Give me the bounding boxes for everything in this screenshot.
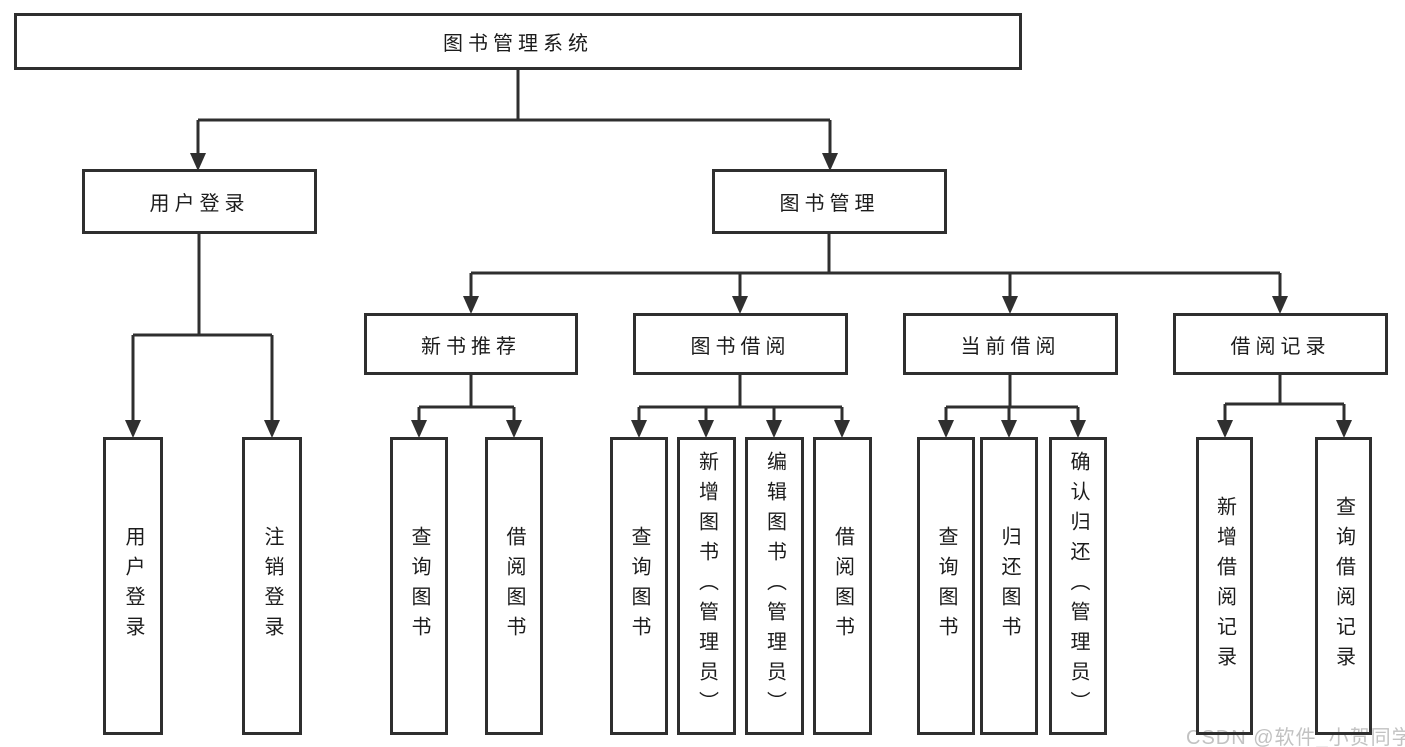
connector-borrow-records-to-leaves xyxy=(1223,375,1346,422)
leaf-logout: 注销登录 xyxy=(242,437,302,735)
leaf-return-books: 归还图书 xyxy=(980,437,1038,735)
node-library-system: 图书管理系统 xyxy=(14,13,1022,70)
node-borrowing-records-label: 借阅记录 xyxy=(1230,335,1331,358)
connector-current-borrow-to-leaves xyxy=(944,375,1080,422)
connector-book-mgmt-to-level3 xyxy=(469,234,1282,298)
connector-user-login-to-leaves xyxy=(131,234,274,422)
leaf-return-books-label: 归还图书 xyxy=(998,526,1020,646)
leaf-borrow-books-label: 借阅图书 xyxy=(831,526,854,646)
leaf-add-book-admin: 新增图书（管理员） xyxy=(677,437,736,735)
node-borrowing-records: 借阅记录 xyxy=(1173,313,1388,375)
node-library-system-label: 图书管理系统 xyxy=(443,33,593,55)
leaf-newbooks-borrow-books: 借阅图书 xyxy=(485,437,543,735)
connector-root-to-level2 xyxy=(196,70,832,156)
leaf-newbooks-query-books: 查询图书 xyxy=(390,437,448,735)
node-user-login-label: 用户登录 xyxy=(149,193,250,215)
leaf-add-borrow-record: 新增借阅记录 xyxy=(1196,437,1253,735)
arrowheads xyxy=(125,153,1352,438)
node-book-borrowing-label: 图书借阅 xyxy=(690,335,791,358)
leaf-borrow-books: 借阅图书 xyxy=(813,437,872,735)
leaf-user-login-label: 用户登录 xyxy=(122,526,144,646)
leaf-borrow-query-books: 查询图书 xyxy=(610,437,668,735)
leaf-edit-book-admin-label: 编辑图书（管理员） xyxy=(763,451,786,721)
node-book-management: 图书管理 xyxy=(712,169,947,234)
leaf-current-query-books: 查询图书 xyxy=(917,437,975,735)
leaf-edit-book-admin: 编辑图书（管理员） xyxy=(745,437,804,735)
node-book-management-label: 图书管理 xyxy=(779,193,880,215)
leaf-confirm-return-admin: 确认归还（管理员） xyxy=(1049,437,1107,735)
leaf-query-borrow-record-label: 查询借阅记录 xyxy=(1332,496,1355,676)
node-current-borrowing: 当前借阅 xyxy=(903,313,1118,375)
leaf-confirm-return-admin-label: 确认归还（管理员） xyxy=(1067,451,1089,721)
connector-book-borrow-to-leaves xyxy=(637,375,844,422)
connector-new-books-to-leaves xyxy=(417,375,516,422)
leaf-current-query-books-label: 查询图书 xyxy=(935,526,957,646)
csdn-watermark: CSDN @软件_小贺同学 xyxy=(1186,727,1405,747)
leaf-add-borrow-record-label: 新增借阅记录 xyxy=(1213,496,1236,676)
leaf-user-login: 用户登录 xyxy=(103,437,163,735)
node-user-login: 用户登录 xyxy=(82,169,317,234)
leaf-add-book-admin-label: 新增图书（管理员） xyxy=(695,451,718,721)
node-new-book-recommend-label: 新书推荐 xyxy=(421,335,521,358)
node-new-book-recommend: 新书推荐 xyxy=(364,313,578,375)
leaf-newbooks-borrow-books-label: 借阅图书 xyxy=(503,526,525,646)
leaf-query-borrow-record: 查询借阅记录 xyxy=(1315,437,1372,735)
leaf-newbooks-query-books-label: 查询图书 xyxy=(408,526,430,646)
leaf-borrow-query-books-label: 查询图书 xyxy=(628,526,650,646)
node-current-borrowing-label: 当前借阅 xyxy=(960,335,1061,358)
leaf-logout-label: 注销登录 xyxy=(261,526,283,646)
node-book-borrowing: 图书借阅 xyxy=(633,313,848,375)
